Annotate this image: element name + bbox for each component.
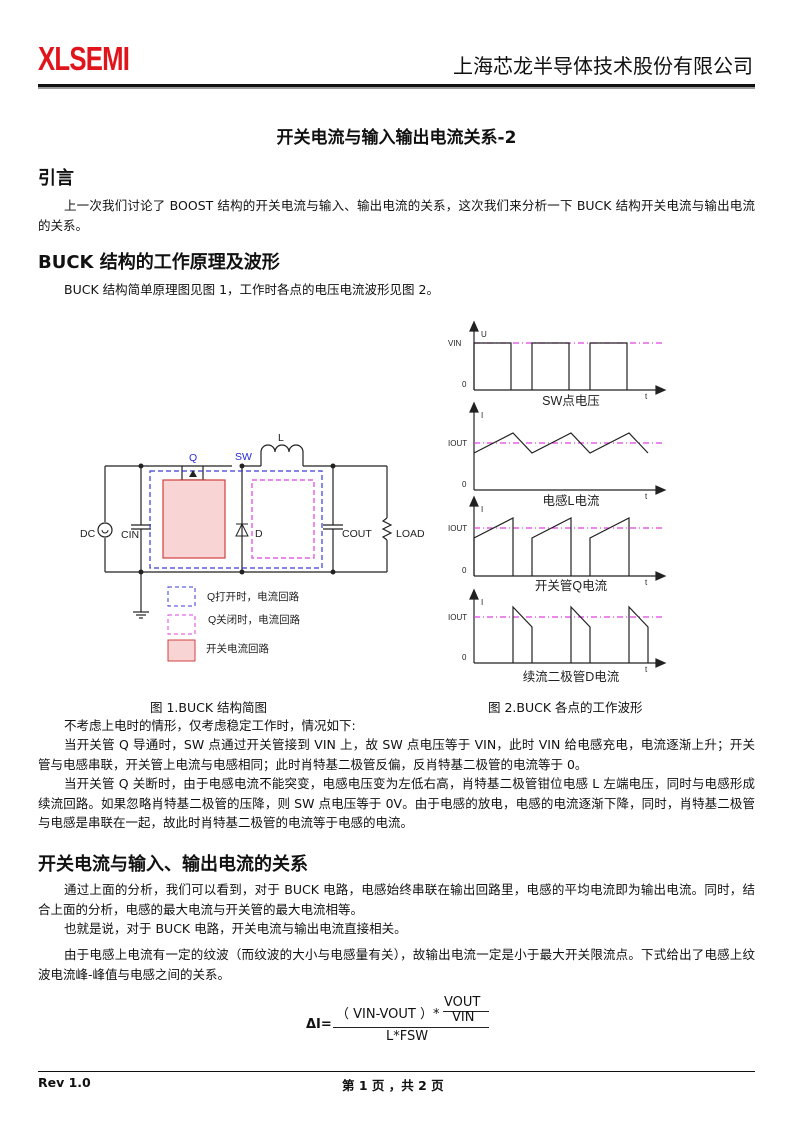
zero-label: 0 <box>462 380 467 389</box>
formula-lhs: ΔI= <box>306 1017 332 1032</box>
sw-pulse <box>589 342 628 390</box>
footer-rule <box>38 1071 755 1072</box>
zero-label: 0 <box>462 653 467 662</box>
header-rule <box>38 84 755 87</box>
logo: XLSEMI <box>38 40 130 77</box>
inductor <box>260 444 304 466</box>
level-label: IOUT <box>448 524 467 533</box>
section-heading: 开关电流与输入、输出电流的关系 <box>38 854 308 875</box>
inductor-current <box>473 432 649 454</box>
formula-numerator: （ VIN-VOUT ）* <box>336 1007 440 1022</box>
paragraph: 也就是说，对于 BUCK 电路，开关电流与输出电流直接相关。 <box>64 921 407 936</box>
x-axis-arrow <box>655 385 667 395</box>
label-cout: COUT <box>342 528 372 540</box>
diode-current <box>628 605 649 663</box>
paragraph: 上一次我们讨论了 BOOST 结构的开关电流与输入、输出电流的关系，这次我们来分… <box>38 198 755 233</box>
legend-q-off: Q关闭时，电流回路 <box>208 613 301 626</box>
paragraph: 当开关管 Q 关断时，由于电感电流不能突变，电感电压变为左低右高，肖特基二极管钳… <box>38 776 755 830</box>
y-axis-label: I <box>481 598 483 607</box>
paragraph: 由于电感上电流有一定的纹波（而纹波的大小与电感量有关），故输出电流一定是小于最大… <box>38 947 755 982</box>
label-cin: CIN <box>121 529 139 541</box>
label-dc: DC <box>80 528 96 540</box>
paragraph: 通过上面的分析，我们可以看到，对于 BUCK 电路，电感始终串联在输出回路里，电… <box>38 882 755 917</box>
legend-switch-loop: 开关电流回路 <box>206 642 269 655</box>
panel-title: 续流二极管D电流 <box>523 669 620 684</box>
figure-1-circuit: Q SW L DC CIN D COUT LOAD Q打开时，电流回路 Q关闭时… <box>80 320 667 684</box>
formula-frac-top: VOUT <box>444 995 481 1010</box>
panel-title: 开关管Q电流 <box>535 578 608 593</box>
switch-current-loop <box>162 479 226 559</box>
x-axis-label: t <box>645 492 648 501</box>
panel-title: SW点电压 <box>542 394 600 408</box>
footer-rev: Rev 1.0 <box>38 1075 91 1090</box>
x-axis-arrow <box>655 658 667 668</box>
sw-pulse <box>473 342 512 390</box>
y-axis-arrow <box>469 588 479 600</box>
sw-pulse <box>531 342 570 390</box>
paragraph: 不考虑上电时的情形，仅考虑稳定工作时，情况如下: <box>64 718 356 733</box>
doc-title: 开关电流与输入输出电流关系-2 <box>276 128 517 148</box>
formula-bar <box>333 1027 489 1028</box>
level-label: VIN <box>448 339 462 348</box>
x-axis-label: t <box>645 665 648 674</box>
x-axis-arrow <box>655 485 667 495</box>
y-axis-label: I <box>481 411 483 420</box>
panel-title: 电感L电流 <box>543 493 600 508</box>
level-label: IOUT <box>448 613 467 622</box>
diode-current <box>512 605 533 663</box>
label-d: D <box>255 528 263 540</box>
y-axis-label: U <box>481 330 487 339</box>
company-name: 上海芯龙半导体技术股份有限公司 <box>453 54 753 78</box>
label-load: LOAD <box>396 528 425 540</box>
level-label: IOUT <box>448 439 467 448</box>
section-heading: 引言 <box>38 168 74 189</box>
zero-label: 0 <box>462 566 467 575</box>
figure-2-caption: 图 2.BUCK 各点的工作波形 <box>488 700 643 715</box>
section-heading: BUCK 结构的工作原理及波形 <box>38 252 280 273</box>
switch-current <box>531 517 572 576</box>
q-off-loop <box>251 479 315 559</box>
diode-current <box>570 605 591 663</box>
y-axis-arrow <box>469 401 479 413</box>
label-l: L <box>278 432 284 444</box>
q-on-loop <box>149 470 323 569</box>
legend-q-on: Q打开时，电流回路 <box>207 590 300 603</box>
formula-inner-bar <box>443 1011 489 1012</box>
paragraph: 当开关管 Q 导通时，SW 点通过开关管接到 VIN 上，故 SW 点电压等于 … <box>38 737 755 772</box>
x-axis-arrow <box>655 571 667 581</box>
x-axis-label: t <box>645 578 648 587</box>
header-rule-shadow <box>38 87 755 89</box>
y-axis-label: I <box>481 505 483 514</box>
zero-label: 0 <box>462 480 467 489</box>
formula-frac-bottom: VIN <box>452 1010 475 1025</box>
diode <box>235 522 249 537</box>
y-axis-arrow <box>469 495 479 507</box>
x-axis-label: t <box>645 392 648 401</box>
switch-current <box>589 517 630 576</box>
switch-current <box>473 517 514 576</box>
label-sw: SW <box>235 451 252 463</box>
paragraph: BUCK 结构简单原理图见图 1，工作时各点的电压电流波形见图 2。 <box>64 282 439 297</box>
footer-page: 第 1 页 ，共 2 页 <box>342 1078 444 1093</box>
label-q: Q <box>189 452 197 464</box>
figure-1-caption: 图 1.BUCK 结构简图 <box>150 700 268 715</box>
y-axis-arrow <box>469 320 479 332</box>
formula-denominator: L*FSW <box>386 1029 429 1044</box>
